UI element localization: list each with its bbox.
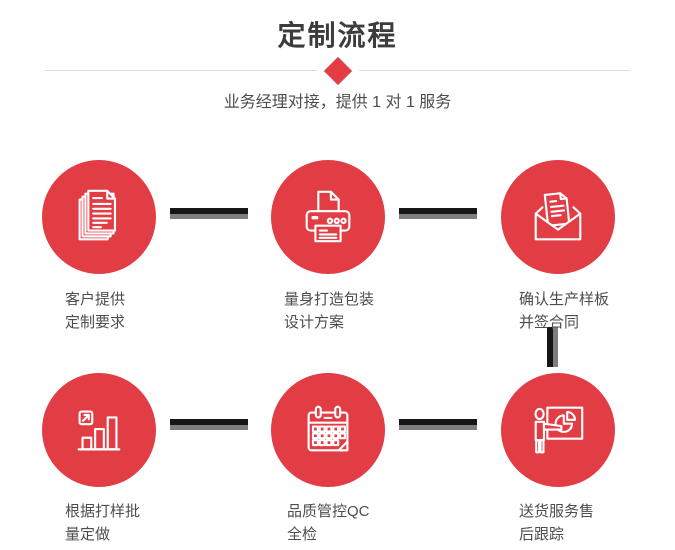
step-circle-sample-contract (501, 160, 615, 274)
step-label-line: 并签合同 (519, 314, 580, 331)
step-circle-quality-control (271, 373, 385, 487)
step-label: 确认生产样板 并签合同 (519, 288, 609, 334)
step-label-line: 根据打样批 (65, 503, 141, 520)
step-label-line: 设计方案 (284, 314, 345, 331)
step-label: 量身打造包装 设计方案 (284, 288, 374, 334)
step-label: 根据打样批 量定做 (65, 500, 140, 546)
step-label-line: 后跟踪 (519, 526, 565, 543)
flow-connector-horizontal (399, 419, 477, 430)
flow-connector-horizontal (170, 208, 248, 219)
growth-bar-chart-icon (77, 410, 121, 451)
flow-connector-horizontal (399, 208, 477, 219)
diamond-accent-icon (323, 56, 352, 86)
calendar-icon (307, 405, 349, 452)
flow-connector-horizontal (170, 419, 248, 430)
step-label: 送货服务售 后跟踪 (519, 500, 594, 546)
step-label-line: 量身打造包装 (284, 291, 375, 308)
step-label-line: 客户提供 (65, 291, 126, 308)
step-label-line: 品质管控QC (287, 503, 370, 520)
flow-connector-vertical (547, 327, 558, 367)
printer-icon (305, 190, 351, 243)
step-circle-packaging-design (271, 160, 385, 274)
step-label-line: 定制要求 (65, 314, 126, 331)
presentation-pie-chart-icon (534, 406, 584, 454)
step-circle-customer-requirements (42, 160, 156, 274)
stacked-documents-icon (78, 189, 117, 241)
step-label-line: 全检 (287, 526, 318, 543)
step-label: 品质管控QC 全检 (287, 500, 370, 546)
step-label-line: 确认生产样板 (519, 291, 610, 308)
step-label-line: 送货服务售 (519, 503, 595, 520)
subtitle: 业务经理对接，提供 1 对 1 服务 (223, 94, 452, 111)
step-label: 客户提供 定制要求 (65, 288, 125, 334)
open-envelope-letter-icon (534, 192, 582, 241)
step-label-line: 量定做 (65, 526, 111, 543)
step-circle-delivery-aftersales (501, 373, 615, 487)
page-title: 定制流程 (277, 20, 398, 51)
step-circle-batch-production (42, 373, 156, 487)
